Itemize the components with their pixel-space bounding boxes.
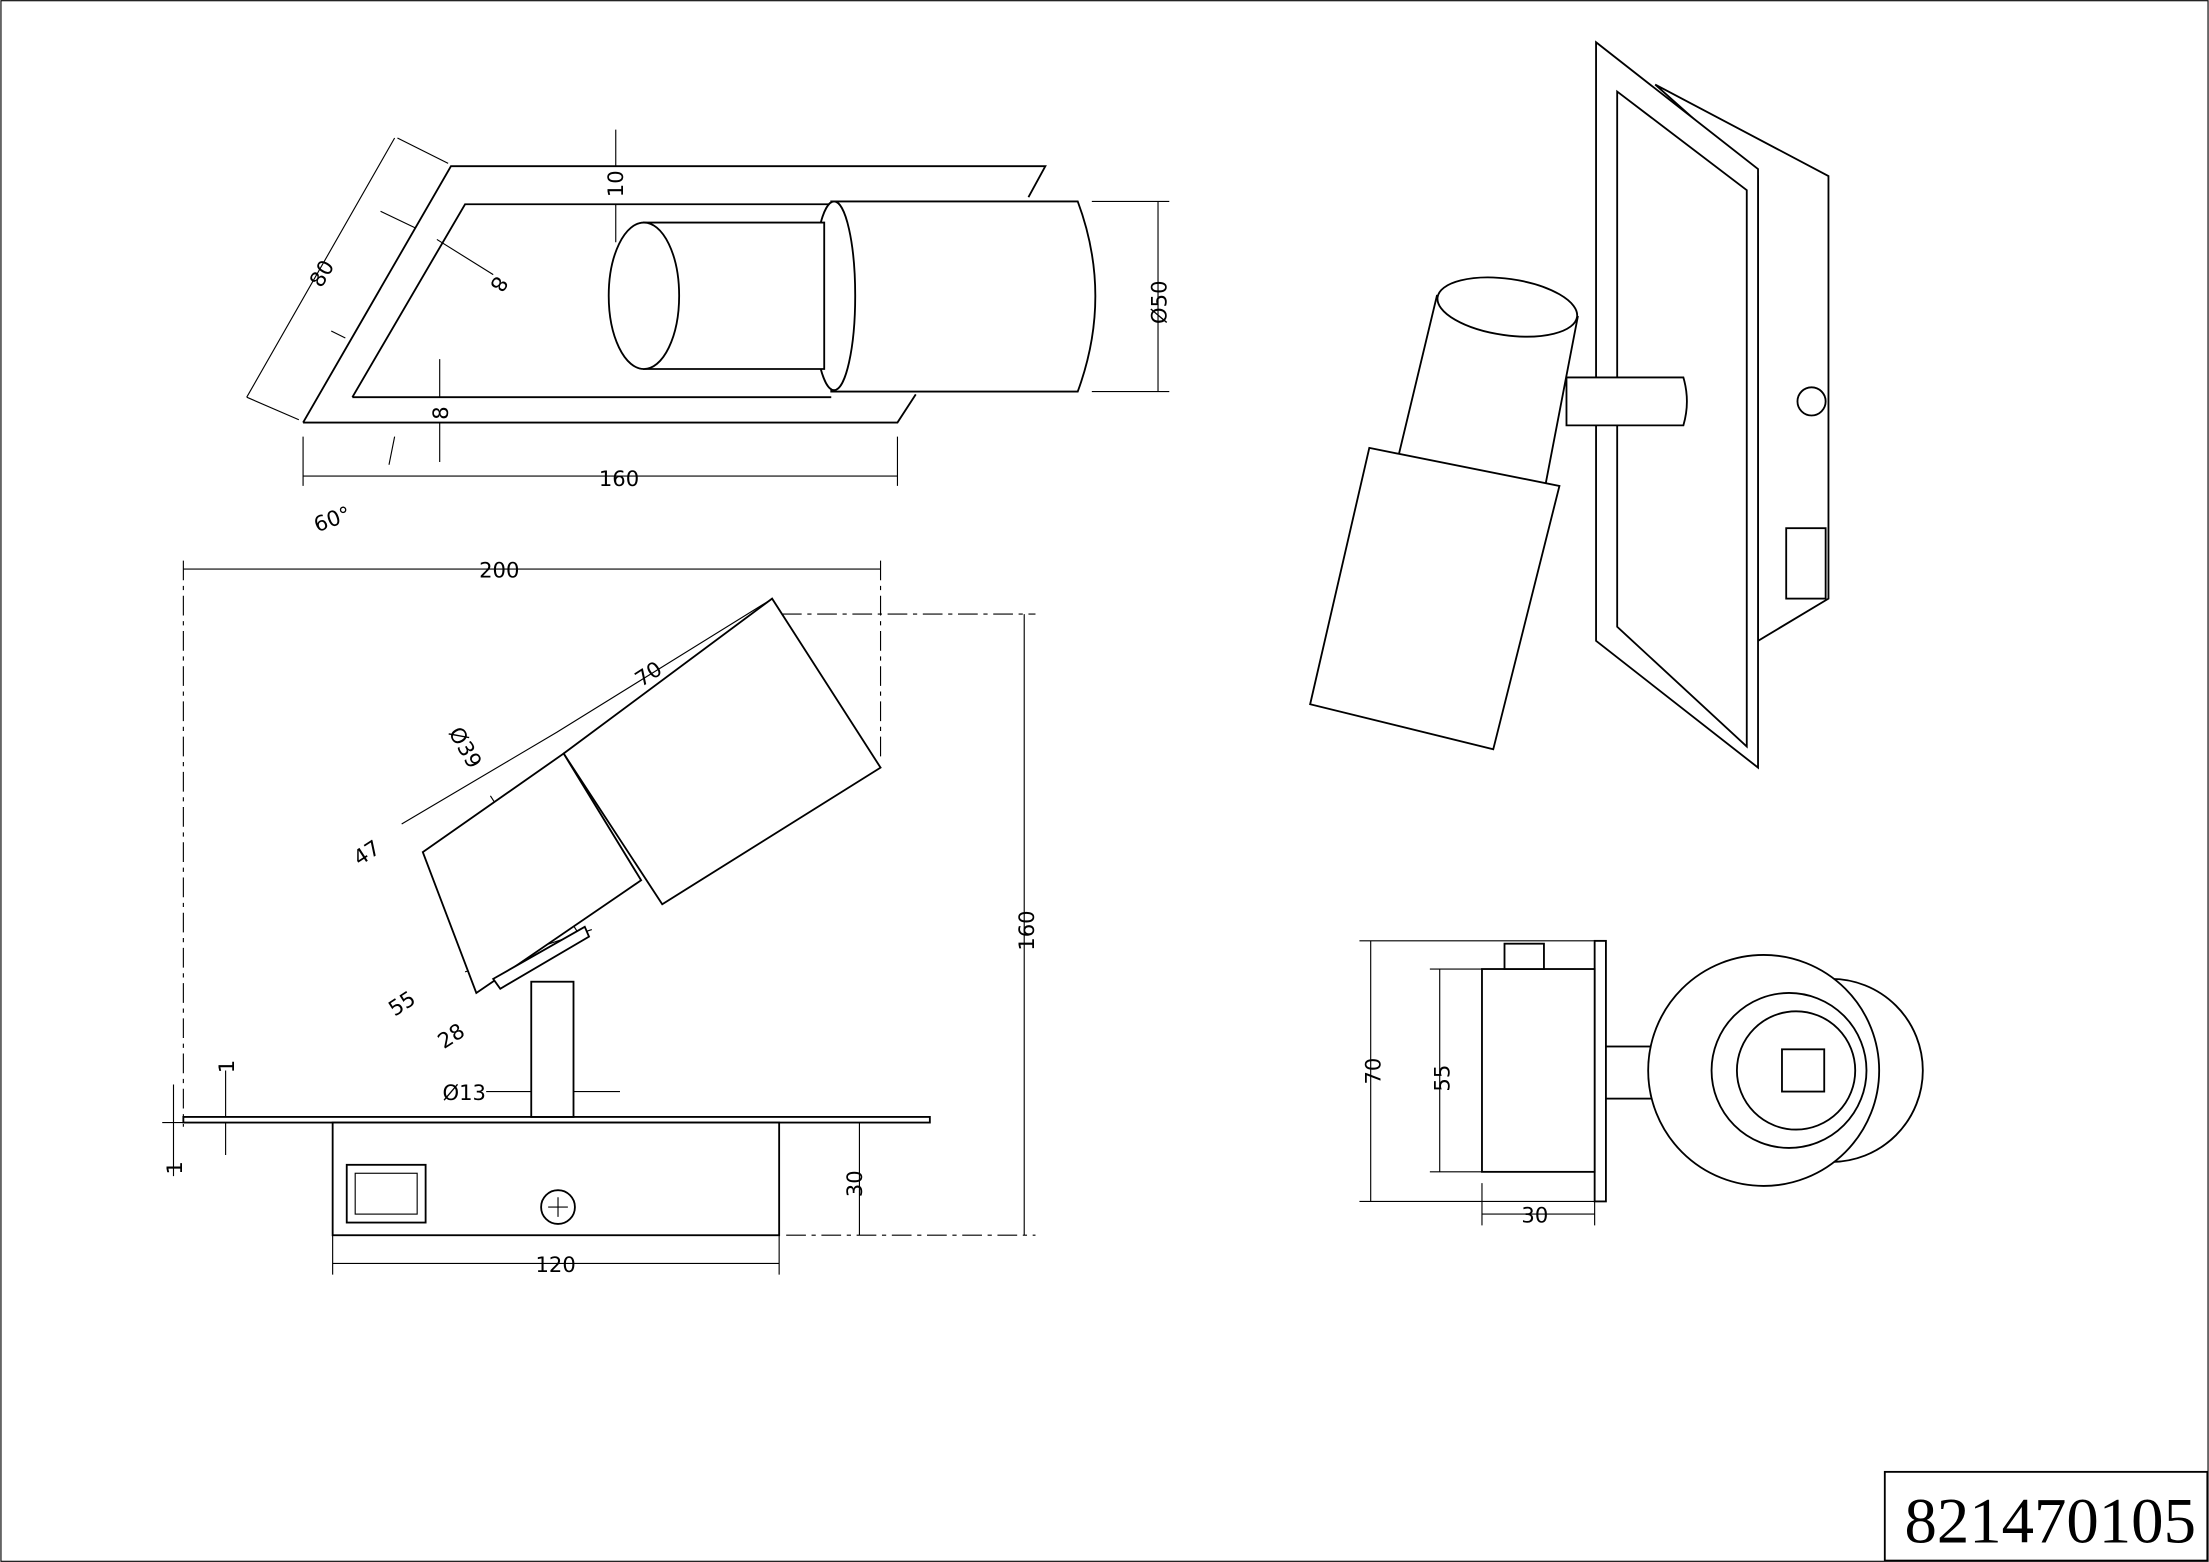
dim-70: 70 [1361, 1058, 1386, 1085]
dim-55: 55 [1430, 1065, 1455, 1092]
dim-8-diagonal: 8 [485, 272, 513, 296]
dim-1-upper: 1 [214, 1060, 239, 1073]
screw-cross [548, 1197, 568, 1217]
rocker-switch [1785, 527, 1827, 600]
dim-diameter-50: Ø50 [1146, 280, 1171, 323]
screw-icon [1796, 386, 1827, 417]
plate-outline [302, 165, 1047, 424]
dim-diameter-39: Ø39 [444, 722, 487, 772]
dim-diameter-13: Ø13 [443, 1080, 486, 1105]
dim-160: 160 [1014, 910, 1039, 950]
switch-face [354, 1172, 418, 1215]
rocker-switch [345, 1163, 427, 1224]
dim-30: 30 [842, 1170, 867, 1197]
screw-head [1503, 942, 1545, 970]
dim-160: 160 [599, 466, 639, 491]
arm [1565, 376, 1688, 427]
large-cylinder [562, 597, 882, 906]
mount-bracket [491, 925, 591, 990]
small-cylinder [421, 752, 643, 995]
lower-cylinder [1309, 446, 1561, 751]
large-cylinder [830, 200, 1097, 393]
wall-plate-inner [1616, 89, 1748, 749]
part-number-box: 821470105 [1883, 1470, 2209, 1562]
dim-8-bottom: 8 [428, 406, 453, 419]
dim-55: 55 [384, 986, 420, 1022]
dim-30: 30 [1521, 1203, 1548, 1228]
dim-1-lower: 1 [162, 1161, 187, 1174]
dimension-lines [1359, 940, 1596, 1226]
front-cylinder [1647, 954, 1881, 1187]
cylinder-inner [1710, 992, 1868, 1149]
plate [1593, 939, 1607, 1203]
top-view: 160 60° 10 80 8 8 Ø50 [246, 129, 1171, 537]
angle-60: 60° [310, 501, 354, 537]
dim-28: 28 [433, 1018, 469, 1054]
dimension-lines [246, 129, 1170, 486]
part-number: 821470105 [1905, 1485, 2196, 1557]
lamp-socket [1735, 1010, 1857, 1131]
bulb-pin [1781, 1048, 1826, 1093]
dim-80: 80 [304, 255, 339, 291]
dim-200: 200 [479, 557, 519, 582]
dim-47: 47 [349, 835, 385, 871]
dim-120: 120 [535, 1252, 575, 1277]
upper-cylinder-end [1436, 276, 1579, 338]
housing-box [1481, 968, 1596, 1173]
small-cylinder-end [607, 221, 681, 370]
plate-inner [351, 203, 832, 399]
dim-10: 10 [603, 170, 628, 197]
side-view: 200 70 Ø39 47 55 28 Ø13 160 1 1 30 120 [162, 557, 1039, 1276]
stem [530, 980, 575, 1118]
perspective-view [1309, 40, 1830, 770]
end-view: 70 55 30 [1359, 939, 1924, 1228]
